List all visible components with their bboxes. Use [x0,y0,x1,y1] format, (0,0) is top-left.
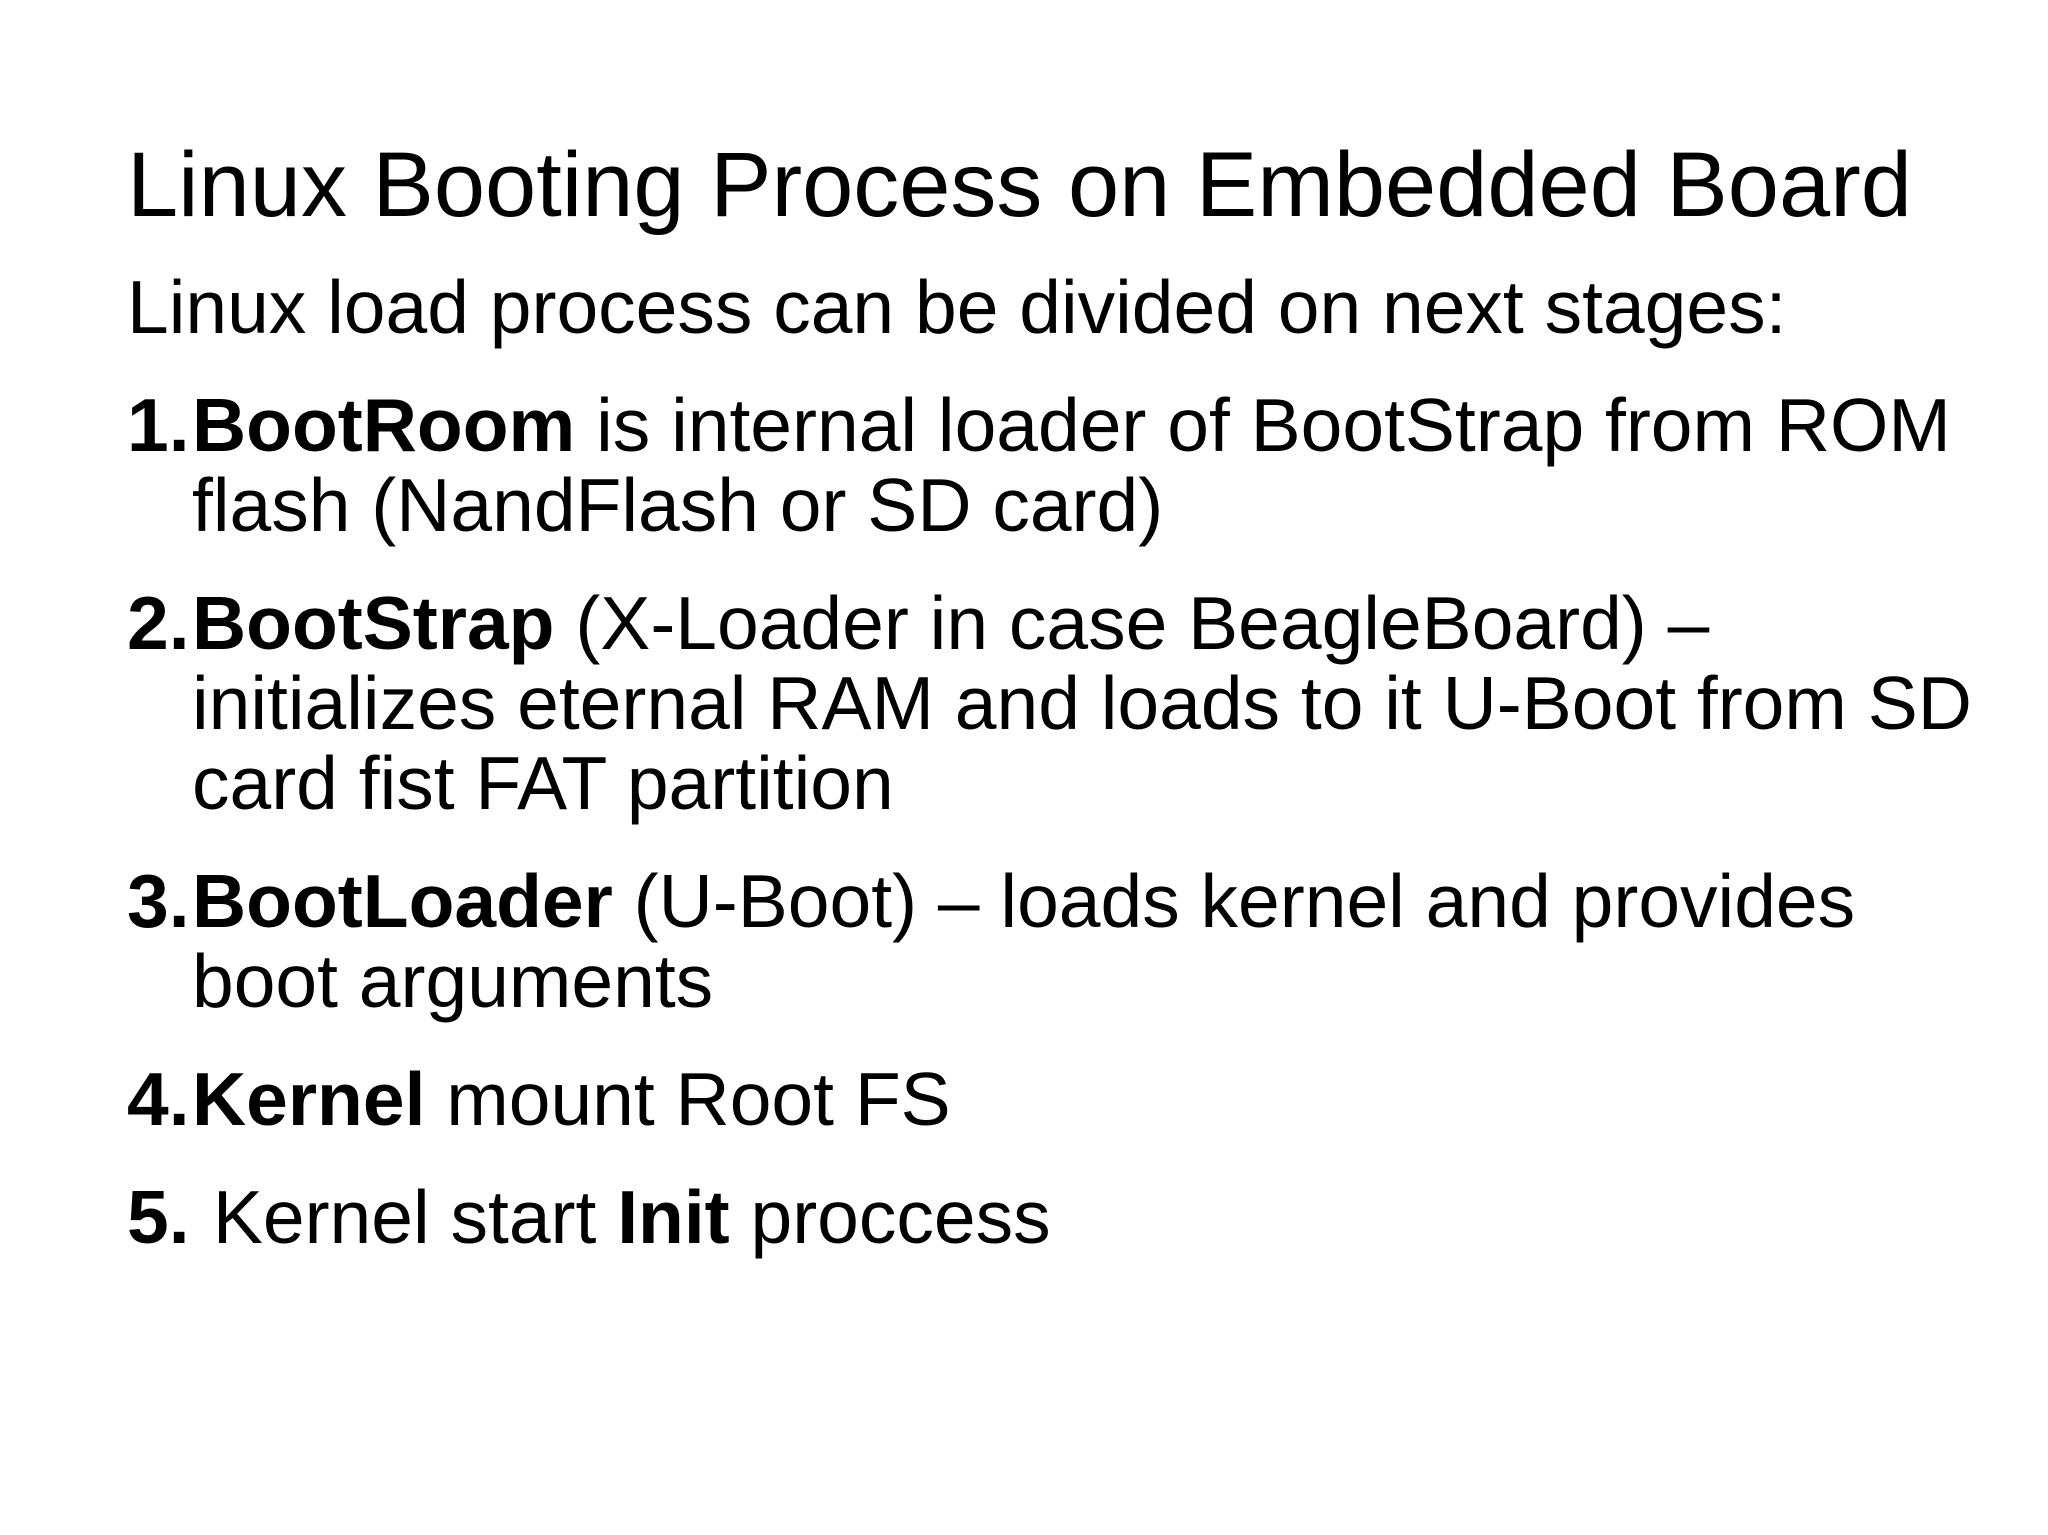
list-item-bold: BootStrap [192,581,555,665]
list-item-number: 4. [127,1057,190,1141]
list-item-rest: (U-Boot) – loads kernel and provides boo… [192,859,1876,1023]
list-item-rest: (X-Loader in case BeagleBoard) – initial… [192,581,1993,825]
list-item-rest: proccess [729,1175,1051,1259]
list-item: 4.Kernel mount Root FS [127,1059,1992,1139]
list-item-bold: BootRoom [192,383,576,467]
numbered-list: 1.BootRoom is internal loader of BootStr… [127,385,1997,1257]
list-item-rest: mount Root FS [425,1057,951,1141]
list-item-bold: Init [617,1175,730,1259]
list-item-bold: BootLoader [192,859,613,943]
list-item: 2.BootStrap (X-Loader in case BeagleBoar… [127,583,1992,823]
list-item-number: 2. [127,581,190,665]
list-item: 5. Kernel start Init proccess [127,1177,1992,1257]
list-item-bold: Kernel [192,1057,426,1141]
list-item-number: 3. [127,859,190,943]
intro-text: Linux load process can be divided on nex… [127,265,1787,349]
slide-body: Linux load process can be divided on nex… [127,267,1997,1257]
list-item-rest: is internal loader of BootStrap from ROM… [192,383,1972,547]
list-item-number: 1. [127,383,190,467]
list-item: 3.BootLoader (U-Boot) – loads kernel and… [127,861,1992,1021]
page-title: Linux Booting Process on Embedded Board [127,133,1912,236]
list-item: 1.BootRoom is internal loader of BootStr… [127,385,1992,545]
list-item-number: 5. [127,1175,190,1259]
list-item-pre: Kernel start [192,1175,618,1259]
